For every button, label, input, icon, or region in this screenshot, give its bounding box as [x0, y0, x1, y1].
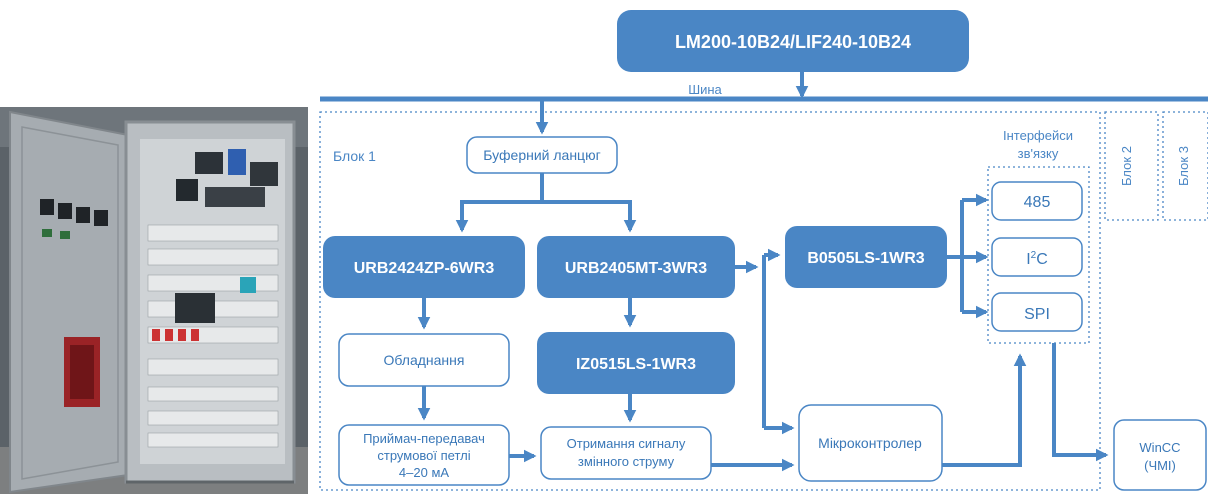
interface-485-label: 485	[1024, 194, 1051, 211]
wincc-line1: WinCC	[1139, 440, 1180, 455]
interfaces-title-line1: Інтерфейси	[1003, 128, 1073, 143]
wincc-line2: (ЧМІ)	[1144, 458, 1176, 473]
urb2424-label: URB2424ZP-6WR3	[354, 260, 495, 277]
urb2405-label: URB2405MT-3WR3	[565, 260, 707, 277]
iz0515-label: IZ0515LS-1WR3	[576, 356, 696, 373]
ac-signal-line2: змінного струму	[578, 454, 675, 469]
interface-spi-label: SPI	[1024, 306, 1050, 323]
top-controller-box: LM200-10B24/LIF240-10B24	[617, 10, 969, 72]
door-devices	[40, 199, 108, 407]
bus-label: Шина	[688, 82, 722, 97]
buffer-circuit-label: Буферний ланцюг	[483, 147, 600, 163]
microcontroller-label: Мікроконтролер	[818, 435, 922, 451]
current-loop-line3: 4–20 мА	[399, 465, 449, 480]
b0505-label: B0505LS-1WR3	[807, 250, 924, 267]
block1-border	[319, 111, 1101, 491]
iz0515-box	[537, 332, 735, 394]
current-loop-line1: Приймач-передавач	[363, 431, 485, 446]
urb2424-box	[323, 236, 525, 298]
interface-485-box	[991, 181, 1083, 221]
b0505-box	[785, 226, 947, 288]
top-controller-label: LM200-10B24/LIF240-10B24	[675, 32, 911, 52]
interfaces-title-line2: зв'язку	[1018, 146, 1059, 161]
block3-label: Блок 3	[1176, 146, 1191, 186]
block3-border	[1162, 111, 1208, 221]
ac-signal-box	[540, 426, 712, 480]
equipment-label: Обладнання	[384, 352, 465, 368]
block2-border	[1104, 111, 1159, 221]
microcontroller-box	[798, 404, 943, 482]
interface-i2c-label: I2C	[1026, 250, 1048, 268]
electrical-cabinet-photo	[0, 107, 308, 494]
interface-spi-box	[991, 292, 1083, 332]
interface-i2c-box	[991, 237, 1083, 277]
block1-label: Блок 1	[333, 148, 376, 164]
urb2405-box	[537, 236, 735, 298]
wincc-box	[1113, 419, 1207, 491]
ac-signal-line1: Отримання сигналу	[567, 436, 686, 451]
block2-label: Блок 2	[1119, 146, 1134, 186]
current-loop-line2: струмової петлі	[377, 448, 470, 463]
